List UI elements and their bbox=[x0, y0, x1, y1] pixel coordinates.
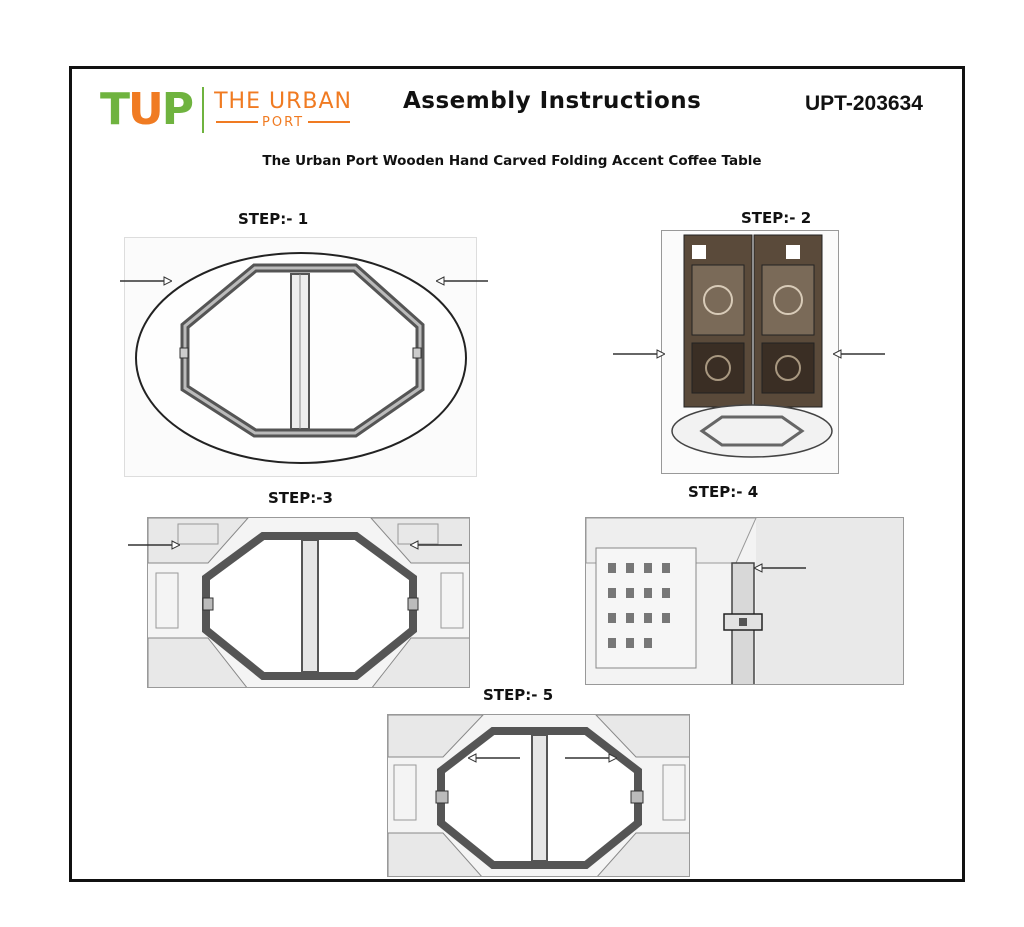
arrow-right-icon bbox=[613, 349, 665, 359]
arrow-right-icon bbox=[120, 276, 172, 286]
arrow-left-icon bbox=[754, 563, 806, 573]
step-3-label: STEP:-3 bbox=[268, 489, 333, 507]
logo-line1: THE URBAN bbox=[214, 88, 352, 114]
step-2-label: STEP:- 2 bbox=[741, 209, 812, 227]
logo-wordmark: THE URBAN PORT bbox=[212, 88, 354, 130]
arrow-left-icon bbox=[468, 753, 520, 763]
arrow-left-icon bbox=[410, 540, 462, 550]
step-5-label: STEP:- 5 bbox=[483, 686, 554, 704]
product-subtitle: The Urban Port Wooden Hand Carved Foldin… bbox=[262, 153, 762, 169]
step-3-image bbox=[147, 517, 470, 688]
page-title: Assembly Instructions bbox=[403, 88, 702, 114]
step-2-image bbox=[661, 230, 839, 474]
brand-logo: TUP THE URBAN PORT bbox=[100, 85, 354, 135]
document-frame bbox=[69, 66, 965, 882]
logo-letter-t: T bbox=[100, 84, 130, 135]
arrow-left-icon bbox=[833, 349, 885, 359]
step-4-image bbox=[585, 517, 904, 685]
logo-separator bbox=[202, 87, 204, 133]
arrow-right-icon bbox=[565, 753, 617, 763]
step-5-image bbox=[387, 714, 690, 877]
arrow-left-icon bbox=[436, 276, 488, 286]
logo-line2: PORT bbox=[262, 114, 305, 130]
logo-letter-u: U bbox=[128, 84, 164, 135]
logo-mark: TUP bbox=[100, 88, 194, 132]
step-1-image bbox=[124, 237, 477, 477]
step-1-label: STEP:- 1 bbox=[238, 210, 309, 228]
product-code: UPT-203634 bbox=[805, 92, 923, 115]
step-4-label: STEP:- 4 bbox=[688, 483, 759, 501]
logo-letter-p: P bbox=[161, 84, 194, 135]
arrow-right-icon bbox=[128, 540, 180, 550]
